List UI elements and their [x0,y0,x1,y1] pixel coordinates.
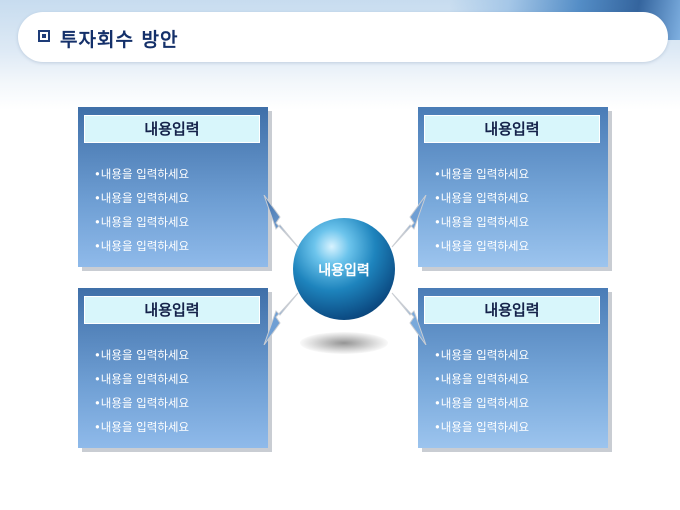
list-item: •내용을 입력하세요 [94,348,190,362]
list-item: •내용을 입력하세요 [94,167,190,181]
list-item: •내용을 입력하세요 [94,396,190,410]
list-item: •내용을 입력하세요 [434,215,530,229]
title-bar: 투자회수 방안 [18,12,668,62]
arrow-top-right-icon [391,195,427,248]
panel-top-right: 내용입력 •내용을 입력하세요 •내용을 입력하세요 •내용을 입력하세요 •내… [418,107,608,267]
page-title: 투자회수 방안 [60,29,179,51]
list-item: •내용을 입력하세요 [94,372,190,386]
list-item: •내용을 입력하세요 [94,191,190,205]
list-item: •내용을 입력하세요 [434,372,530,386]
list-item: •내용을 입력하세요 [94,420,190,434]
panel-header: 내용입력 [424,296,600,324]
list-item: •내용을 입력하세요 [434,420,530,434]
center-sphere [293,218,395,320]
panel-list: •내용을 입력하세요 •내용을 입력하세요 •내용을 입력하세요 •내용을 입력… [94,162,189,258]
list-item: •내용을 입력하세요 [94,239,190,253]
square-bullet-icon [38,30,50,42]
panel-list: •내용을 입력하세요 •내용을 입력하세요 •내용을 입력하세요 •내용을 입력… [434,162,529,258]
panel-list: •내용을 입력하세요 •내용을 입력하세요 •내용을 입력하세요 •내용을 입력… [434,343,529,439]
panel-bottom-left: 내용입력 •내용을 입력하세요 •내용을 입력하세요 •내용을 입력하세요 •내… [78,288,268,448]
list-item: •내용을 입력하세요 [434,167,530,181]
panel-header: 내용입력 [84,115,260,143]
list-item: •내용을 입력하세요 [94,215,190,229]
list-item: •내용을 입력하세요 [434,348,530,362]
arrow-top-left-icon [263,195,299,248]
list-item: •내용을 입력하세요 [434,191,530,205]
panel-list: •내용을 입력하세요 •내용을 입력하세요 •내용을 입력하세요 •내용을 입력… [94,343,189,439]
panel-header: 내용입력 [84,296,260,324]
center-label: 내용입력 [318,263,370,279]
panel-header: 내용입력 [424,115,600,143]
list-item: •내용을 입력하세요 [434,239,530,253]
panel-top-left: 내용입력 •내용을 입력하세요 •내용을 입력하세요 •내용을 입력하세요 •내… [78,107,268,267]
sphere-shadow [300,332,388,354]
arrow-bottom-left-icon [263,292,299,345]
arrow-bottom-right-icon [391,292,427,345]
list-item: •내용을 입력하세요 [434,396,530,410]
panel-bottom-right: 내용입력 •내용을 입력하세요 •내용을 입력하세요 •내용을 입력하세요 •내… [418,288,608,448]
